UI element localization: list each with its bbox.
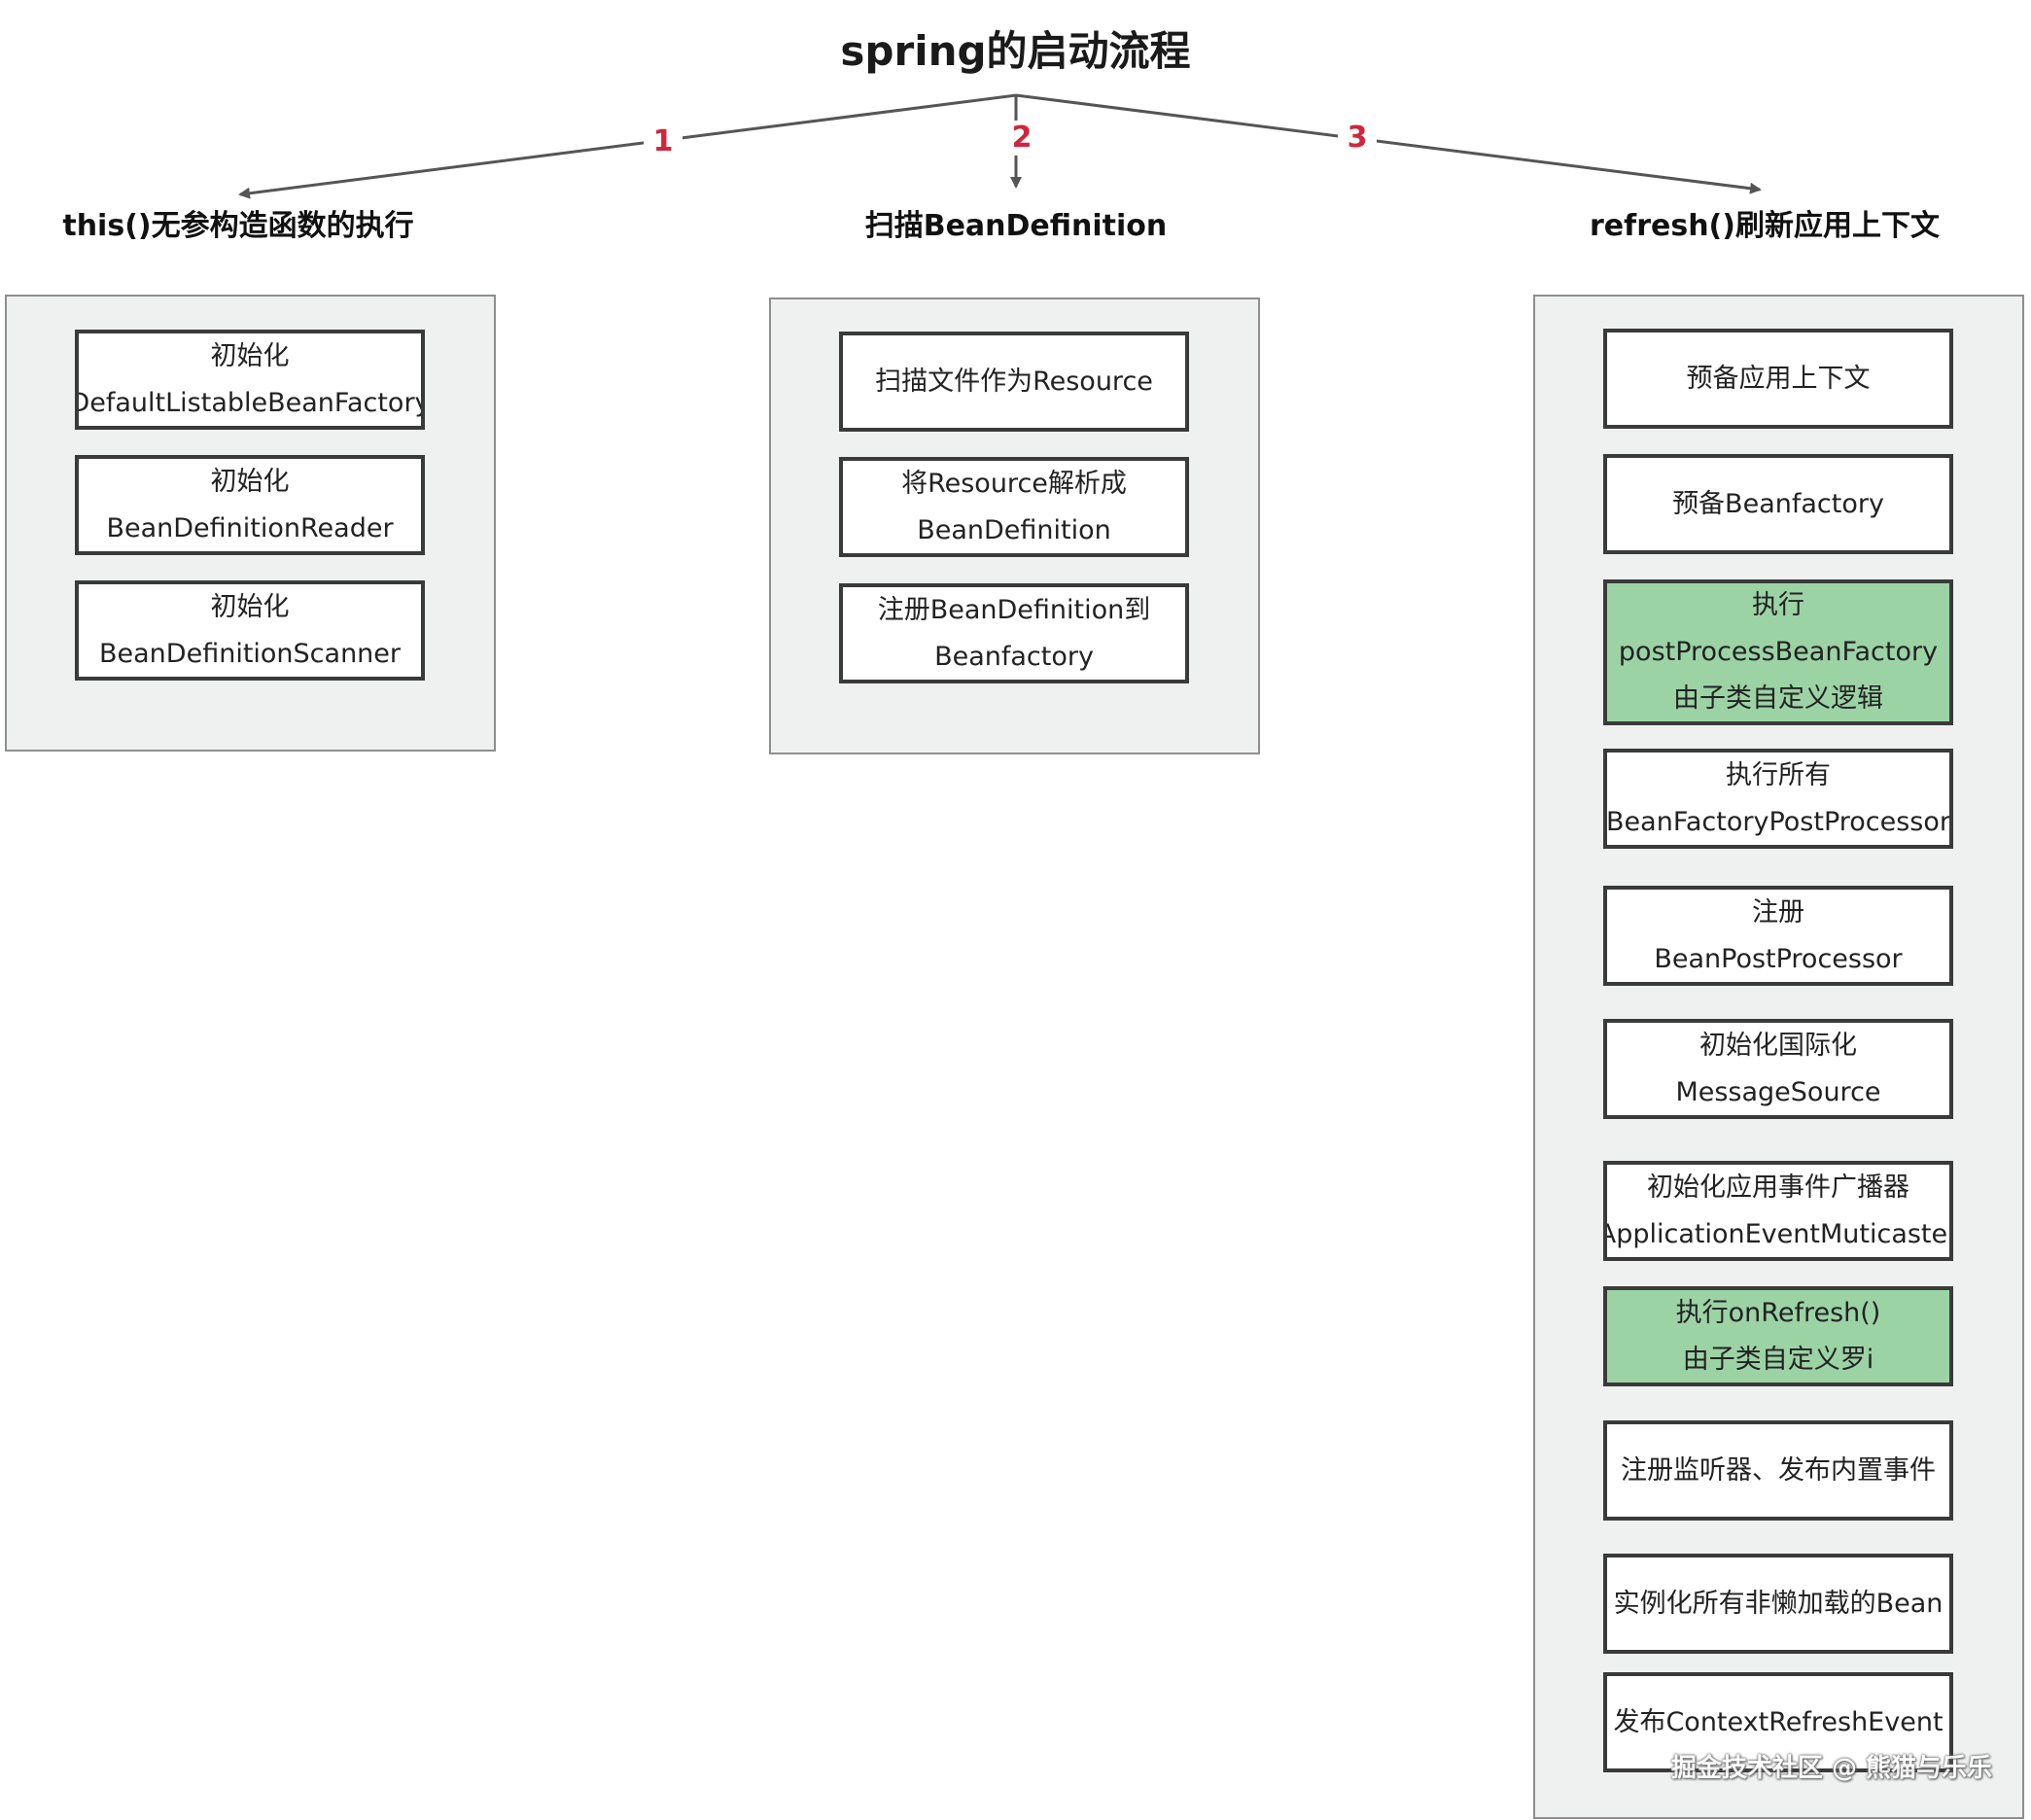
step-init-message-source: 初始化国际化 MessageSource	[1603, 1019, 1953, 1119]
arrow-3	[1015, 93, 1762, 194]
step-number-2: 2	[1002, 121, 1041, 156]
step-line: 执行onRefresh()	[1675, 1297, 1881, 1328]
step-line: 预备Beanfactory	[1672, 488, 1884, 519]
step-line: BeanFactoryPostProcessor	[1606, 806, 1950, 837]
step-publish-context-refresh-event: 发布ContextRefreshEvent	[1603, 1672, 1953, 1772]
step-line: 执行所有	[1726, 759, 1831, 790]
step-line: 由子类自定义逻辑	[1673, 683, 1883, 714]
step-line: BeanDefinition	[917, 514, 1111, 545]
branch-label-3: refresh()刷新应用上下文	[1590, 209, 1940, 243]
branch-label-2: 扫描BeanDefinition	[864, 209, 1168, 243]
step-register-bean-definition: 注册BeanDefinition到 Beanfactory	[839, 583, 1189, 683]
step-invoke-bean-factory-post-processors: 执行所有 BeanFactoryPostProcessor	[1603, 749, 1953, 849]
step-register-listeners: 注册监听器、发布内置事件	[1603, 1420, 1953, 1521]
step-line: 扫描文件作为Resource	[875, 366, 1153, 397]
step-line: BeanDefinitionReader	[106, 512, 394, 543]
step-line: 初始化国际化	[1699, 1030, 1857, 1061]
step-line: 初始化	[210, 466, 290, 497]
step-line: 预备应用上下文	[1686, 363, 1871, 394]
step-line: 由子类自定义罗i	[1682, 1344, 1874, 1375]
step-line: 注册监听器、发布内置事件	[1621, 1454, 1936, 1486]
step-line: DefaultListableBeanFactory	[75, 387, 425, 418]
step-line: 注册BeanDefinition到	[877, 594, 1151, 625]
arrow-1	[238, 93, 1017, 199]
step-line: BeanDefinitionScanner	[99, 638, 401, 669]
step-line: BeanPostProcessor	[1654, 943, 1903, 974]
step-number-1: 1	[644, 124, 683, 159]
step-line: 注册	[1752, 896, 1804, 928]
step-register-bean-post-processor: 注册 BeanPostProcessor	[1603, 886, 1953, 986]
step-line: 实例化所有非懒加载的Bean	[1613, 1588, 1943, 1619]
step-line: 初始化	[210, 591, 290, 622]
step-line: ApplicationEventMuticaster	[1603, 1218, 1953, 1249]
step-parse-resource: 将Resource解析成 BeanDefinition	[839, 457, 1189, 557]
step-init-bean-definition-scanner: 初始化 BeanDefinitionScanner	[75, 580, 425, 681]
step-init-default-listable-bean-factory: 初始化 DefaultListableBeanFactory	[75, 330, 425, 430]
step-line: 发布ContextRefreshEvent	[1613, 1706, 1943, 1737]
step-prepare-beanfactory: 预备Beanfactory	[1603, 454, 1953, 554]
step-number-3: 3	[1338, 121, 1377, 156]
step-init-bean-definition-reader: 初始化 BeanDefinitionReader	[75, 455, 425, 555]
step-init-event-multicaster: 初始化应用事件广播器 ApplicationEventMuticaster	[1603, 1161, 1953, 1261]
step-post-process-bean-factory: 执行 postProcessBeanFactory 由子类自定义逻辑	[1603, 579, 1953, 725]
step-instantiate-singletons: 实例化所有非懒加载的Bean	[1603, 1554, 1953, 1654]
step-line: 初始化应用事件广播器	[1647, 1172, 1909, 1203]
branch-label-1: this()无参构造函数的执行	[62, 209, 414, 243]
step-line: 初始化	[210, 340, 290, 371]
step-on-refresh: 执行onRefresh() 由子类自定义罗i	[1603, 1286, 1953, 1386]
step-line: 将Resource解析成	[901, 468, 1127, 499]
step-scan-resource: 扫描文件作为Resource	[839, 332, 1189, 432]
step-line: Beanfactory	[934, 641, 1094, 672]
step-line: MessageSource	[1675, 1076, 1881, 1107]
step-prepare-context: 预备应用上下文	[1603, 329, 1953, 429]
watermark: 掘金技术社区 @ 熊猫与乐乐	[1670, 1754, 1992, 1783]
step-line: postProcessBeanFactory	[1618, 637, 1939, 667]
step-line: 执行	[1752, 590, 1804, 620]
diagram-title: spring的启动流程	[840, 27, 1191, 75]
